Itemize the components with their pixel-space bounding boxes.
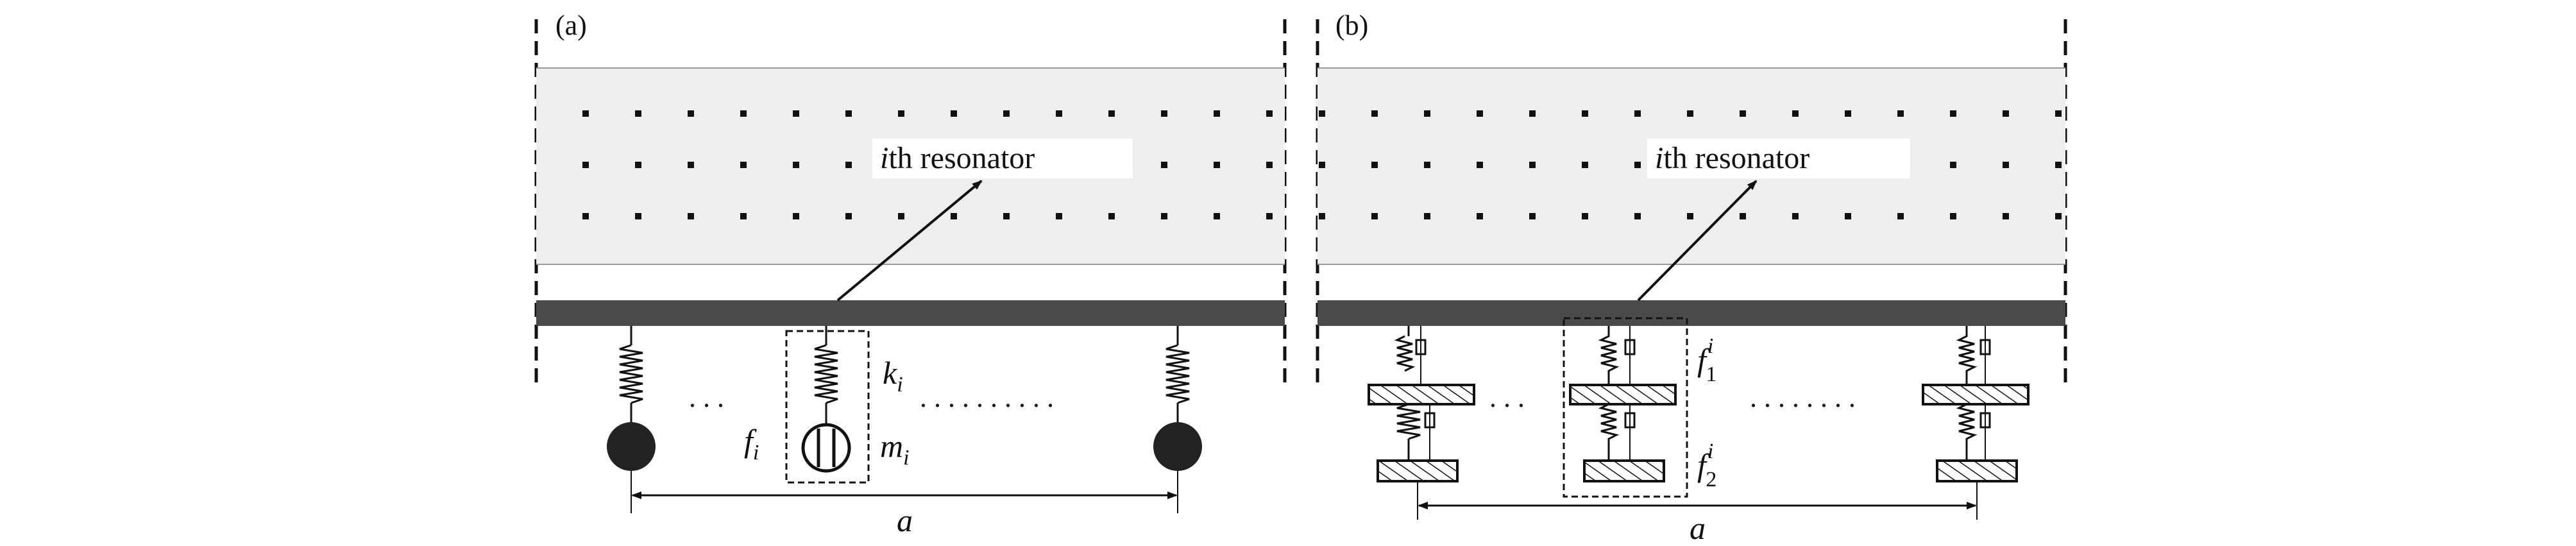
spacing-label: a — [897, 502, 913, 538]
spacing-label: a — [1690, 510, 1706, 546]
ellipsis-left: . . . — [689, 382, 724, 413]
two-stage-resonator-middle — [1563, 317, 1688, 498]
mass-label: mi — [880, 428, 910, 470]
panel-a-label: (a) — [555, 10, 587, 41]
two-stage-resonator-right — [1922, 326, 2029, 520]
spring — [814, 344, 838, 404]
resonator-right — [1153, 326, 1202, 513]
spring — [619, 344, 643, 404]
ellipsis-left: . . . — [1489, 382, 1525, 413]
lower-mass — [1377, 459, 1459, 482]
ellipsis-right: . . . . . . . . — [1750, 382, 1856, 413]
upper-mass — [1922, 384, 2029, 405]
ellipsis-right: . . . . . . . . . . — [920, 382, 1054, 413]
resonator-callout: ith resonator — [1655, 141, 1809, 175]
callout-arrow — [836, 180, 983, 302]
two-stage-resonator-left — [1368, 326, 1475, 520]
panel-b-label: (b) — [1335, 10, 1368, 41]
upper-mass — [1368, 384, 1475, 405]
resonator-boundary-box — [785, 330, 870, 484]
panel-b: (b) ith resonator — [1316, 10, 2067, 546]
mass — [1153, 422, 1202, 471]
elastic-plate — [536, 300, 1285, 326]
resonator-callout: ith resonator — [880, 141, 1035, 175]
panel-a: (a) ith resonator — [534, 10, 1287, 538]
resonator-middle — [785, 326, 870, 484]
spring-label: ki — [883, 355, 903, 397]
lower-mass — [1583, 459, 1665, 482]
elastic-plate — [1318, 300, 2065, 326]
callout-background — [1647, 139, 1910, 178]
resonator-boundary-box — [1563, 317, 1688, 498]
callout-background — [872, 139, 1133, 178]
upper-mass — [1569, 384, 1677, 405]
lower-mass — [1936, 459, 2018, 482]
mass — [801, 423, 851, 473]
frequency-label: fi — [744, 423, 759, 465]
spring — [1165, 344, 1190, 404]
callout-arrow — [1637, 180, 1758, 302]
mass — [607, 422, 656, 471]
resonator-left — [607, 326, 656, 513]
